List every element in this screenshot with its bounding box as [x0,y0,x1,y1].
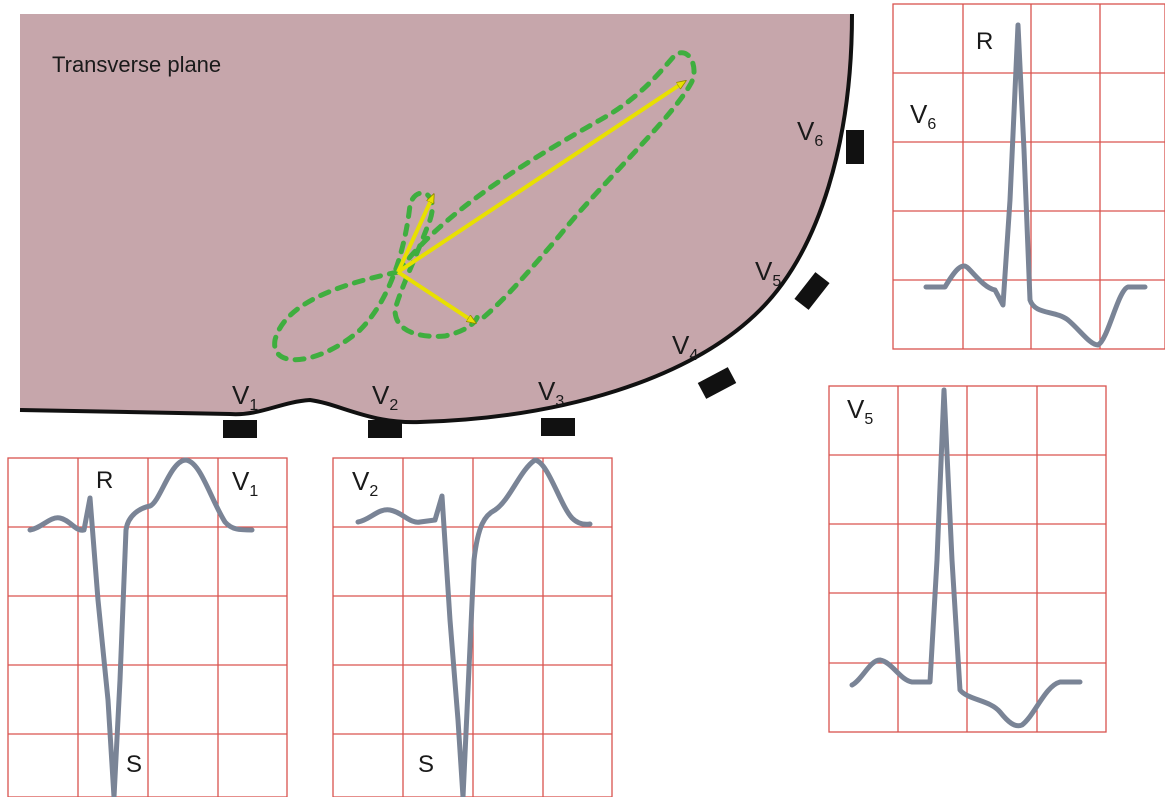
lead-label-v5: V5 [755,256,781,290]
vector-arrow-down [396,270,474,322]
electrode-v2 [368,420,402,438]
ecg-trace-v2 [355,457,593,797]
ecg-trace-v6 [923,22,1148,348]
grid-lead-label-v1: V1 [232,466,258,500]
plane-label: Transverse plane [52,52,221,77]
wave-label-s-v2: S [418,751,434,778]
grid-lead-label-v5: V5 [847,394,873,428]
electrode-v1 [223,420,257,438]
lead-label-v2: V2 [372,380,398,414]
ecg-trace-v1 [27,457,255,797]
main-vector-loop [395,50,697,325]
wave-label-s-v1: S [126,751,142,778]
electrode-v6 [846,130,864,164]
grid-lead-label-v6: V6 [910,99,936,133]
vector-arrow-up [396,196,435,273]
ecg-trace-v5 [849,387,1083,729]
electrode-v5 [794,272,830,310]
ecg-grid-v5 [828,385,1107,733]
wave-label-r-v1: R [96,467,113,494]
small-vector-loop [272,190,481,363]
vector-arrow-main [396,82,684,274]
wave-label-r-v6: R [976,28,993,55]
electrode-v4 [697,367,737,399]
chest-outline [19,13,854,425]
chest-cross-section [20,14,852,423]
grid-lead-label-v2: V2 [352,466,378,500]
lead-label-v4: V4 [672,330,698,364]
electrode-v3 [541,418,575,436]
lead-label-v3: V3 [538,376,564,410]
lead-label-v1: V1 [232,380,258,414]
lead-label-v6: V6 [797,116,823,150]
